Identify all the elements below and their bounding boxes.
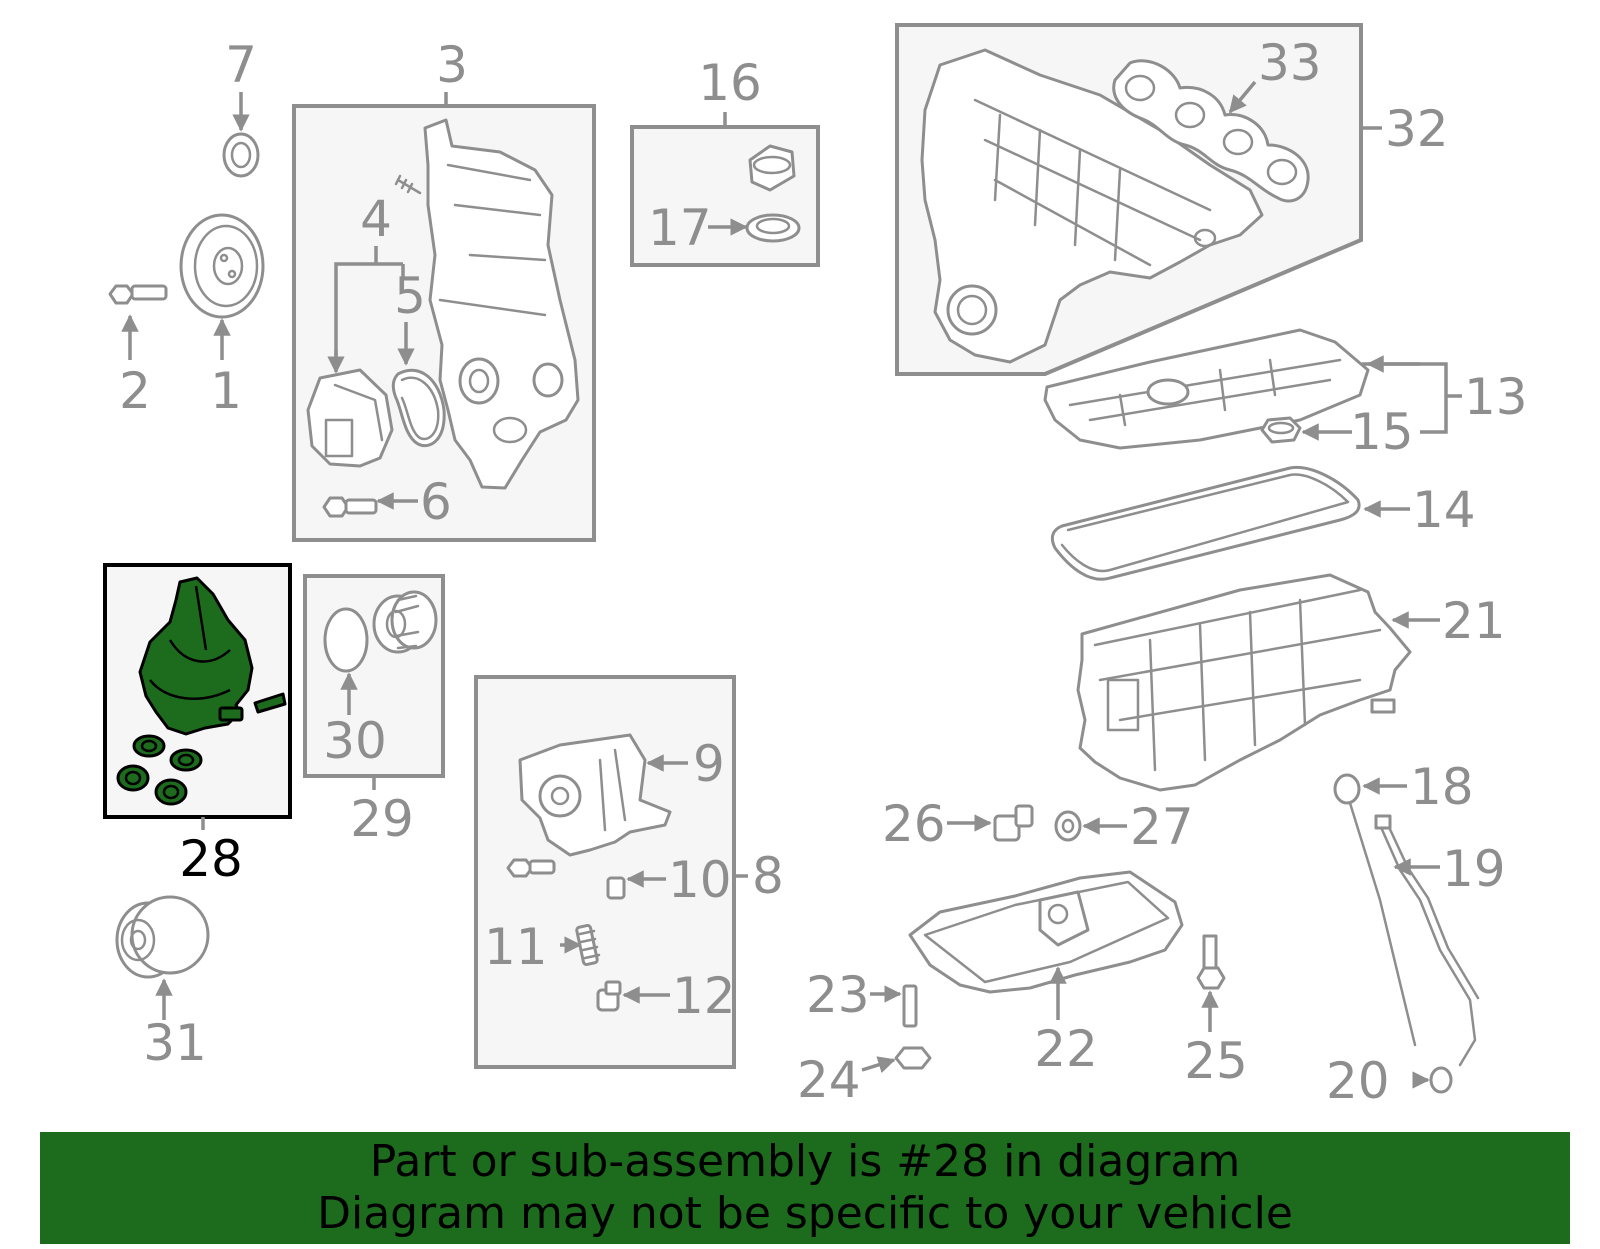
callout-32: 32 <box>1385 100 1449 158</box>
callout-23: 23 <box>806 966 870 1024</box>
callout-24: 24 <box>797 1051 861 1109</box>
part-16-oil-filler-cap[interactable] <box>748 144 796 192</box>
part-18-dipstick[interactable] <box>1333 773 1417 1047</box>
part-23-stud[interactable] <box>902 984 918 1028</box>
part-31-filter-housing-cap[interactable] <box>115 895 210 979</box>
callout-30: 30 <box>323 712 387 770</box>
part-12-plug[interactable] <box>596 980 622 1012</box>
callout-12: 12 <box>672 967 736 1025</box>
callout-28: 28 <box>179 830 243 888</box>
part-8-pump-bolt[interactable] <box>506 858 556 878</box>
part-22-lower-oil-pan[interactable] <box>908 870 1184 994</box>
callout-14: 14 <box>1412 481 1476 539</box>
part-6-bolt[interactable] <box>322 496 378 518</box>
callout-5: 5 <box>394 267 426 325</box>
callout-16: 16 <box>698 54 762 112</box>
part-15-seal[interactable] <box>1260 416 1302 444</box>
part-20-o-ring[interactable] <box>1429 1066 1453 1094</box>
callout-15: 15 <box>1350 403 1414 461</box>
callout-1: 1 <box>210 362 242 420</box>
part-17-cap-gasket[interactable] <box>745 213 801 243</box>
footer-line-1: Part or sub-assembly is #28 in diagram <box>369 1136 1241 1187</box>
part-32-intake-manifold[interactable] <box>920 48 1264 364</box>
part-7-seal[interactable] <box>222 132 260 178</box>
part-2-bolt[interactable] <box>108 284 168 305</box>
callout-11: 11 <box>484 918 548 976</box>
callout-13: 13 <box>1464 368 1528 426</box>
callout-2: 2 <box>119 362 151 420</box>
part-1-crank-pulley[interactable] <box>179 213 265 319</box>
part-29-oil-filter-element[interactable] <box>372 590 438 654</box>
part-28-seals <box>116 734 203 806</box>
callout-22: 22 <box>1034 1020 1098 1078</box>
part-30-o-ring[interactable] <box>323 607 369 673</box>
callout-27: 27 <box>1130 798 1194 856</box>
part-24-nut[interactable] <box>894 1046 932 1070</box>
part-28-oil-filter-housing-highlighted[interactable] <box>116 576 287 806</box>
callout-9: 9 <box>693 735 725 793</box>
callout-18: 18 <box>1410 758 1474 816</box>
callout-8: 8 <box>752 847 784 905</box>
callout-10: 10 <box>668 851 732 909</box>
part-10-pin[interactable] <box>606 876 626 900</box>
callout-4: 4 <box>360 190 392 248</box>
part-33-manifold-gasket[interactable] <box>1112 59 1310 203</box>
callout-25: 25 <box>1184 1032 1248 1090</box>
callout-17: 17 <box>648 199 712 257</box>
callout-20: 20 <box>1326 1052 1390 1110</box>
callout-31: 31 <box>143 1014 207 1072</box>
part-25-bolt[interactable] <box>1196 934 1226 990</box>
footer-line-2: Diagram may not be specific to your vehi… <box>317 1188 1293 1239</box>
part-4-water-pump[interactable] <box>306 368 394 468</box>
part-14-pan-gasket[interactable] <box>1050 465 1361 581</box>
leader-lines <box>121 80 1462 1089</box>
callout-6: 6 <box>420 473 452 531</box>
callout-19: 19 <box>1442 840 1506 898</box>
part-5-gasket[interactable] <box>391 368 446 447</box>
part-3-timing-cover[interactable] <box>394 118 580 490</box>
part-21-upper-oil-pan[interactable] <box>1076 573 1412 792</box>
callout-labels: 7 2 1 3 4 5 6 16 17 32 33 13 15 14 21 18… <box>119 34 1528 1110</box>
callout-33: 33 <box>1258 34 1322 92</box>
part-27-washer[interactable] <box>1054 810 1082 842</box>
callout-26: 26 <box>882 795 946 853</box>
part-26-sensor[interactable] <box>993 804 1034 842</box>
callout-29: 29 <box>350 790 414 848</box>
callout-3: 3 <box>436 36 468 94</box>
callout-21: 21 <box>1442 592 1506 650</box>
callout-7: 7 <box>225 36 257 94</box>
part-9-oil-pump[interactable] <box>518 733 672 857</box>
footer-banner: Part or sub-assembly is #28 in diagram D… <box>40 1132 1570 1244</box>
